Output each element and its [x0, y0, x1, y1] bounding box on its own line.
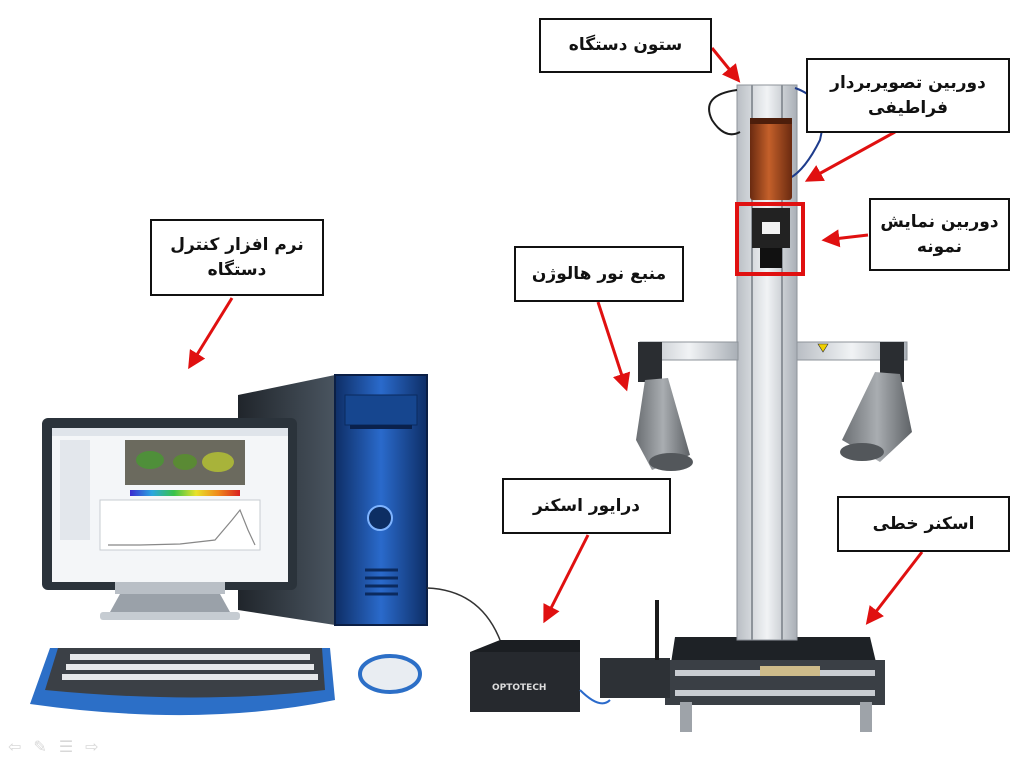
mouse: [358, 654, 422, 694]
monitor: [42, 418, 297, 620]
menu-icon[interactable]: ☰: [58, 737, 74, 756]
label-control-software: نرم افزار کنترل دستگاه: [150, 219, 324, 296]
power-button-icon: [367, 505, 393, 531]
slide-navigation: ⇦ ✎ ☰ ⇨: [8, 737, 99, 756]
warning-sticker-icon: [817, 343, 829, 353]
arrow-hyperspectral-camera: [804, 130, 896, 182]
left-halogen-lamp: [636, 378, 693, 471]
scanner-driver-box: OPTOTECH: [470, 640, 611, 712]
arrow-device-column: [710, 47, 741, 83]
pc-cable: [426, 587, 501, 641]
label-halogen-light-source: منبع نور هالوژن: [514, 246, 684, 302]
arrow-linear-scanner: [865, 551, 924, 625]
arrow-control-software: [188, 297, 234, 370]
sample-display-camera: [735, 202, 805, 276]
arrow-halogen-source: [596, 301, 631, 392]
sample-camera-highlight: [735, 202, 805, 276]
forward-arrow-icon[interactable]: ⇨: [85, 737, 99, 756]
label-device-column: ستون دستگاه: [539, 18, 712, 73]
linear-scanner-stage: [600, 600, 885, 732]
back-arrow-icon[interactable]: ⇦: [8, 737, 22, 756]
computer-workstation: [30, 374, 501, 716]
label-linear-scanner: اسکنر خطی: [837, 496, 1010, 552]
label-sample-display-camera: دوربین نمایش نمونه: [869, 198, 1010, 271]
callout-arrows: [188, 47, 924, 625]
label-scanner-driver: درایور اسکنر: [502, 478, 671, 534]
label-hyperspectral-camera: دوربین تصویربردار فراطیفی: [806, 58, 1010, 133]
driver-brand-text: OPTOTECH: [492, 683, 546, 693]
right-halogen-lamp: [840, 372, 912, 462]
hyperspectral-camera: [750, 118, 792, 200]
imaging-rig: [600, 84, 912, 732]
pen-icon[interactable]: ✎: [33, 737, 47, 756]
arrow-scanner-driver: [543, 534, 590, 624]
halogen-lamp-arms: [636, 341, 912, 471]
keyboard: [30, 648, 335, 716]
arrow-sample-camera: [821, 229, 869, 248]
